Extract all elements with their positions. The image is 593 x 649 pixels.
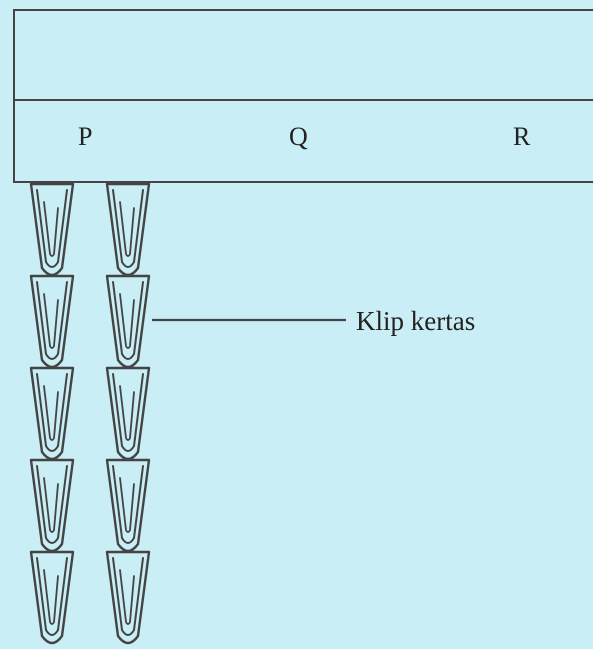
paper-clip-middle [112, 373, 144, 452]
paper-clip-outer [105, 274, 151, 369]
paper-clip-middle [36, 465, 68, 544]
paper-clip-outer [29, 550, 75, 645]
paper-clip-outer [29, 274, 75, 369]
paper-clip-inner [43, 293, 59, 349]
magnet-bar: P Q R [13, 9, 593, 183]
clip-chains [29, 182, 151, 645]
paper-clip [105, 458, 151, 553]
paper-clip-middle [36, 373, 68, 452]
paper-clip-outer [105, 182, 151, 277]
paper-clip-outer [29, 182, 75, 277]
paper-clip [105, 182, 151, 277]
paper-clip-outer [29, 458, 75, 553]
pole-label-r: R [513, 122, 531, 151]
paper-clip-middle [112, 557, 144, 636]
paper-clip-outer [29, 366, 75, 461]
paper-clip [29, 274, 75, 369]
paper-clip [105, 550, 151, 645]
pole-label-q: Q [289, 122, 308, 151]
paper-clip [29, 458, 75, 553]
paper-clip-inner [119, 385, 135, 441]
paper-clip-middle [36, 281, 68, 360]
magnet-outline [13, 9, 593, 183]
paper-clip-inner [119, 293, 135, 349]
paper-clip-outer [105, 550, 151, 645]
paper-clip-outer [105, 366, 151, 461]
paper-clip-middle [112, 465, 144, 544]
paper-clip-inner [43, 569, 59, 625]
paper-clip-middle [112, 189, 144, 268]
paper-clip [29, 182, 75, 277]
paper-clip-inner [43, 385, 59, 441]
pole-label-p: P [78, 122, 92, 151]
paper-clip-middle [36, 557, 68, 636]
paper-clip-inner [119, 201, 135, 257]
paper-clip [29, 550, 75, 645]
paper-clip-inner [43, 477, 59, 533]
paper-clip-middle [36, 189, 68, 268]
paper-clip-outer [105, 458, 151, 553]
paper-clip [105, 274, 151, 369]
paper-clip-inner [119, 569, 135, 625]
paper-clip-inner [43, 201, 59, 257]
paper-clip-inner [119, 477, 135, 533]
clip-label: Klip kertas [356, 306, 475, 336]
paper-clip [29, 366, 75, 461]
paper-clip [105, 366, 151, 461]
paper-clip-middle [112, 281, 144, 360]
